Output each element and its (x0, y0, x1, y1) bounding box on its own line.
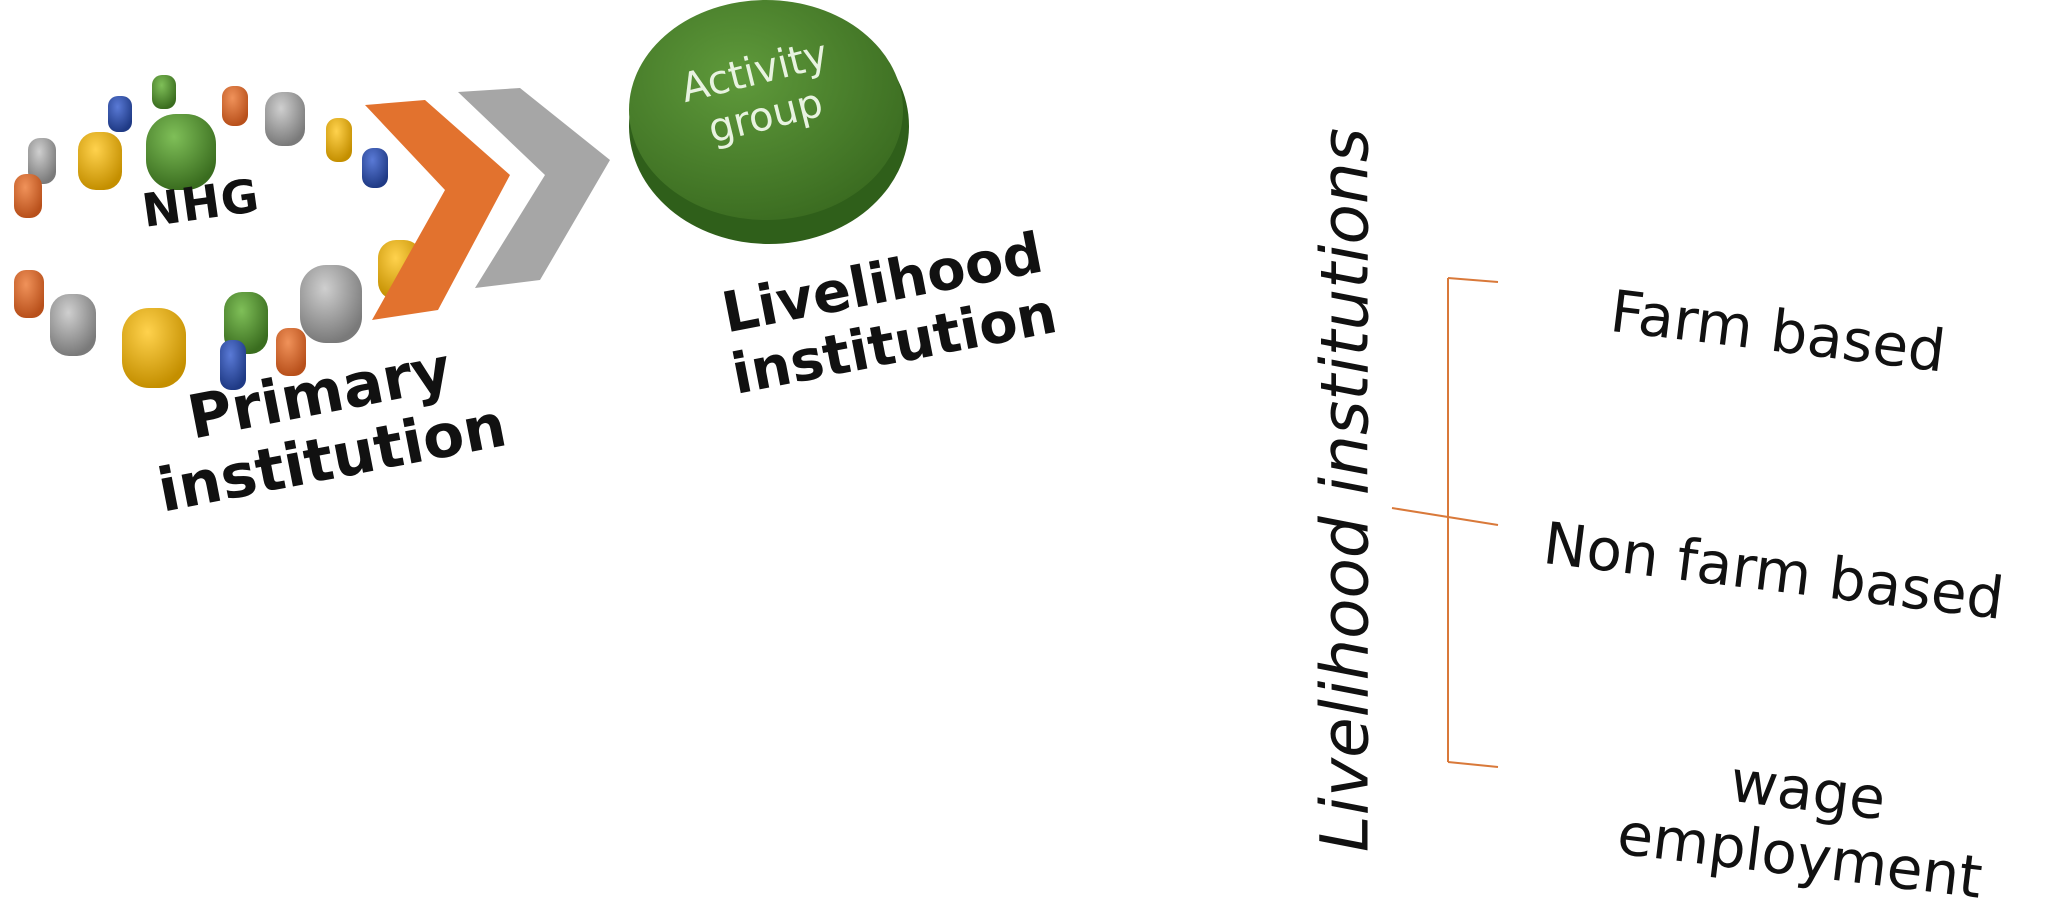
member-cylinder (108, 96, 132, 132)
member-cylinder (276, 328, 306, 376)
member-cylinder (152, 75, 176, 109)
member-cylinder (14, 174, 42, 218)
member-cylinder (50, 294, 96, 356)
member-cylinder (326, 118, 352, 162)
category-bracket (1391, 277, 1499, 768)
member-cylinder (146, 114, 216, 190)
member-cylinder (122, 308, 186, 388)
member-cylinder (265, 92, 305, 146)
member-cylinder (14, 270, 44, 318)
member-cylinder (28, 138, 56, 184)
chevron-arrows (365, 88, 610, 320)
member-cylinder (362, 148, 388, 188)
livelihood-institutions-heading: Livelihood institutions (1307, 60, 1384, 920)
member-ring (14, 75, 422, 390)
member-cylinder (78, 132, 122, 190)
orange-chevron (365, 100, 510, 320)
livelihood-institutions-heading-text: Livelihood institutions (1306, 127, 1384, 853)
member-cylinder (300, 265, 362, 343)
gray-chevron (458, 88, 610, 288)
member-cylinder (222, 86, 248, 126)
member-cylinder (220, 340, 246, 390)
activity-group-disc (629, 0, 909, 244)
member-cylinder (224, 292, 268, 354)
